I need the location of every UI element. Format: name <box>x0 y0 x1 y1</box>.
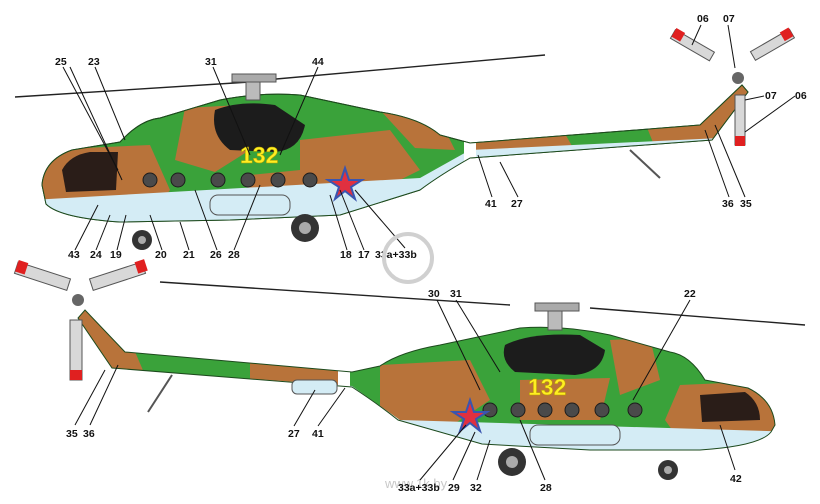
watermark: www.1k.by <box>382 232 448 491</box>
callout-label: 07 <box>723 13 735 25</box>
star-insignia <box>324 164 366 202</box>
callout-label: 21 <box>183 249 195 261</box>
main-rotor-blade <box>589 307 806 326</box>
tail-rotor <box>13 259 148 381</box>
callout-label: 43 <box>68 249 80 261</box>
top-callouts: 06 07 07 06 25 23 31 44 43 24 19 20 21 2… <box>55 13 807 261</box>
rotor-hub <box>231 73 277 83</box>
callout-label: 06 <box>795 90 807 102</box>
callout-label: 36 <box>83 428 95 440</box>
engine-intake <box>214 103 305 152</box>
main-rotor-blade <box>14 81 251 98</box>
callout-label: 06 <box>697 13 709 25</box>
callout-label: 35 <box>66 428 78 440</box>
star-insignia <box>449 396 491 434</box>
callout-label: 27 <box>511 198 523 210</box>
tail-number: 132 <box>528 374 566 400</box>
camo-patch <box>610 338 660 395</box>
callout-label: 22 <box>684 288 696 300</box>
cockpit-window <box>700 392 760 422</box>
cargo-pod <box>291 379 338 395</box>
callout-label: 32 <box>470 482 482 494</box>
rotor-mast <box>245 79 261 101</box>
callout-label: 07 <box>765 90 777 102</box>
external-tank <box>209 194 291 216</box>
callout-label: 41 <box>485 198 497 210</box>
callout-label: 27 <box>288 428 300 440</box>
external-tank <box>529 424 621 446</box>
callout-label: 30 <box>428 288 440 300</box>
callout-label: 28 <box>540 482 552 494</box>
watermark-text: www.1k.by <box>384 476 448 491</box>
callout-label: 24 <box>90 249 102 261</box>
rotor-hub <box>534 302 580 312</box>
callout-label: 17 <box>358 249 370 261</box>
callout-label: 23 <box>88 56 100 68</box>
callout-label: 31 <box>205 56 217 68</box>
callout-label: 18 <box>340 249 352 261</box>
callout-label: 28 <box>228 249 240 261</box>
callout-label: 44 <box>312 56 324 68</box>
camo-patch <box>380 360 490 440</box>
callout-label: 33a+33b <box>375 249 417 261</box>
callout-label: 31 <box>450 288 462 300</box>
engine-intake <box>503 334 605 375</box>
helicopter-left-side-view: 132 <box>14 27 796 250</box>
callout-label: 26 <box>210 249 222 261</box>
cockpit-window <box>62 152 118 192</box>
portholes <box>482 402 643 418</box>
bottom-leader-lines <box>74 299 736 481</box>
callout-label: 19 <box>110 249 122 261</box>
tail-rotor <box>669 27 796 146</box>
callout-label: 42 <box>730 473 742 485</box>
main-rotor-blade <box>159 281 511 306</box>
callout-label: 20 <box>155 249 167 261</box>
callout-label: 29 <box>448 482 460 494</box>
callout-label: 25 <box>55 56 67 68</box>
portholes <box>142 172 318 188</box>
callout-label: 35 <box>740 198 752 210</box>
callout-label: 36 <box>722 198 734 210</box>
main-rotor-blade <box>264 54 546 81</box>
bottom-callouts: 30 31 22 35 36 27 41 33a+33b 29 32 28 42 <box>66 288 742 494</box>
callout-label: 33a+33b <box>398 482 440 494</box>
top-leader-lines <box>62 24 796 251</box>
callout-label: 41 <box>312 428 324 440</box>
